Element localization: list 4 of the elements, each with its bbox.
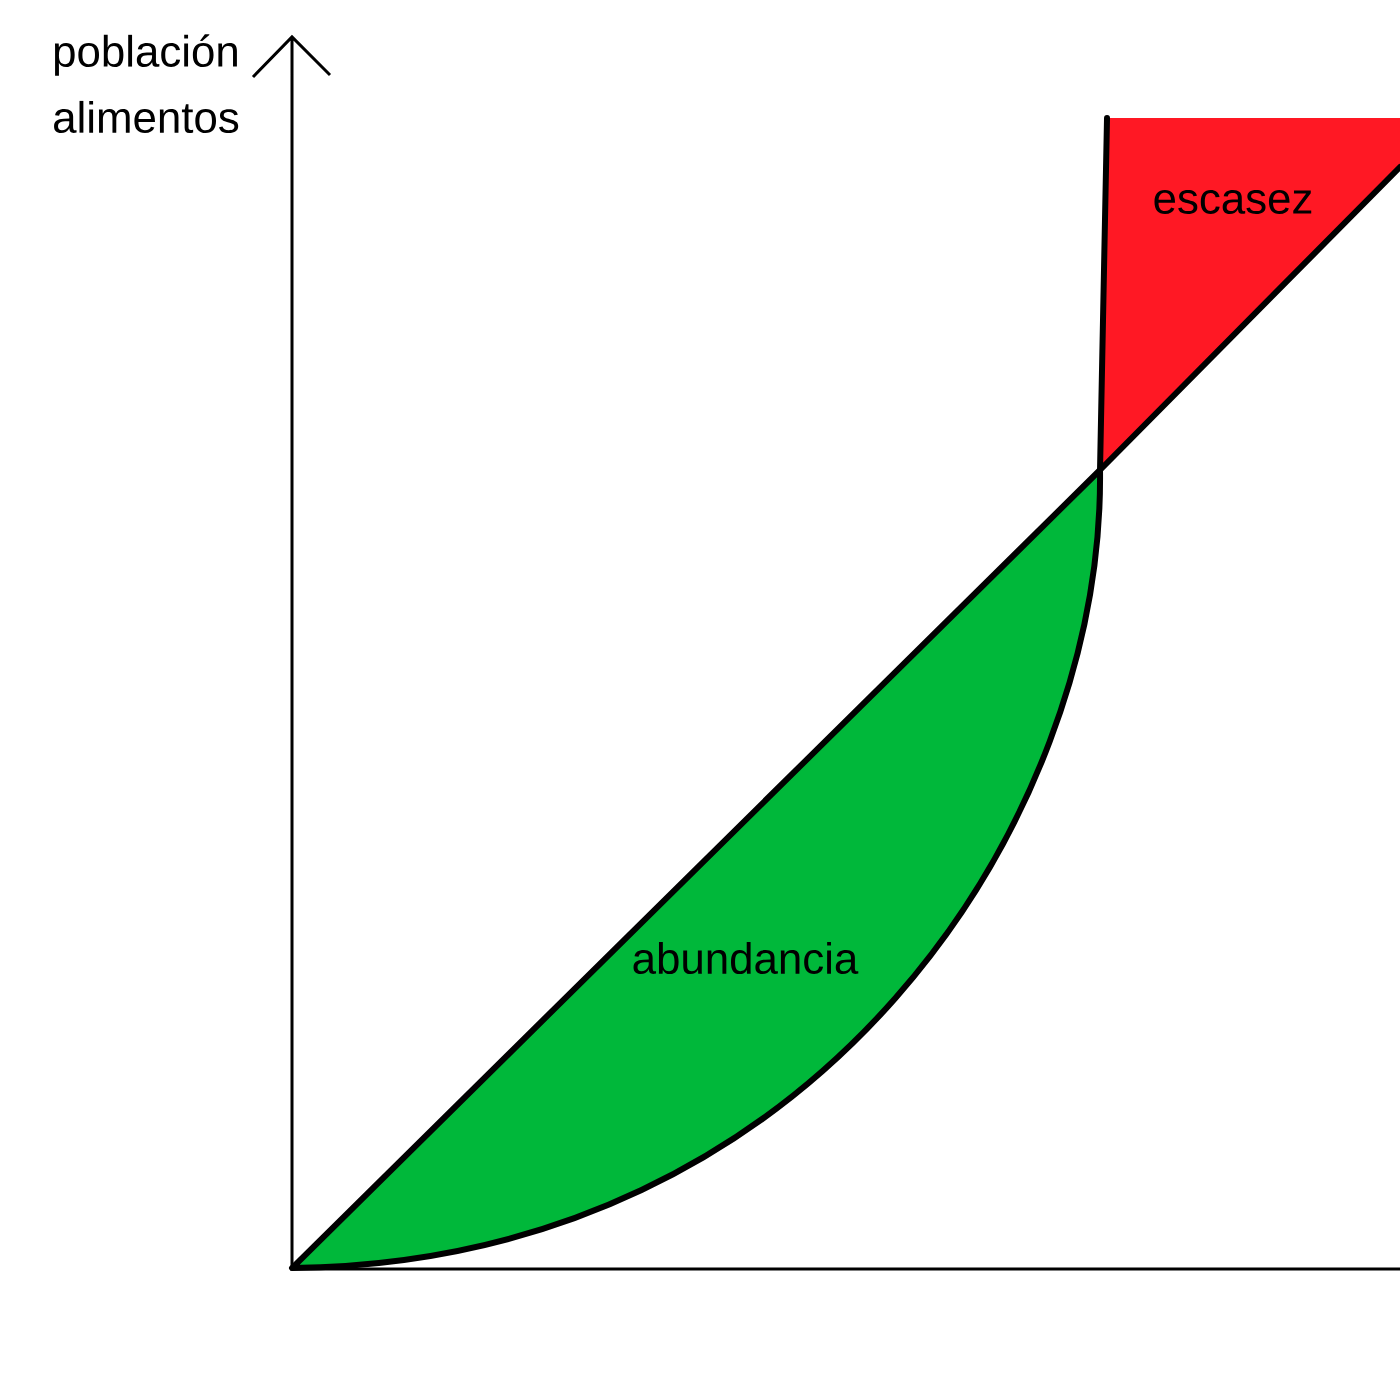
abundance-area: abundancia: [289, 467, 1103, 1271]
shortage-area: escasez: [1097, 115, 1400, 473]
axis-label: población: [54, 34, 237, 76]
axis-label: alimentos: [54, 100, 239, 134]
